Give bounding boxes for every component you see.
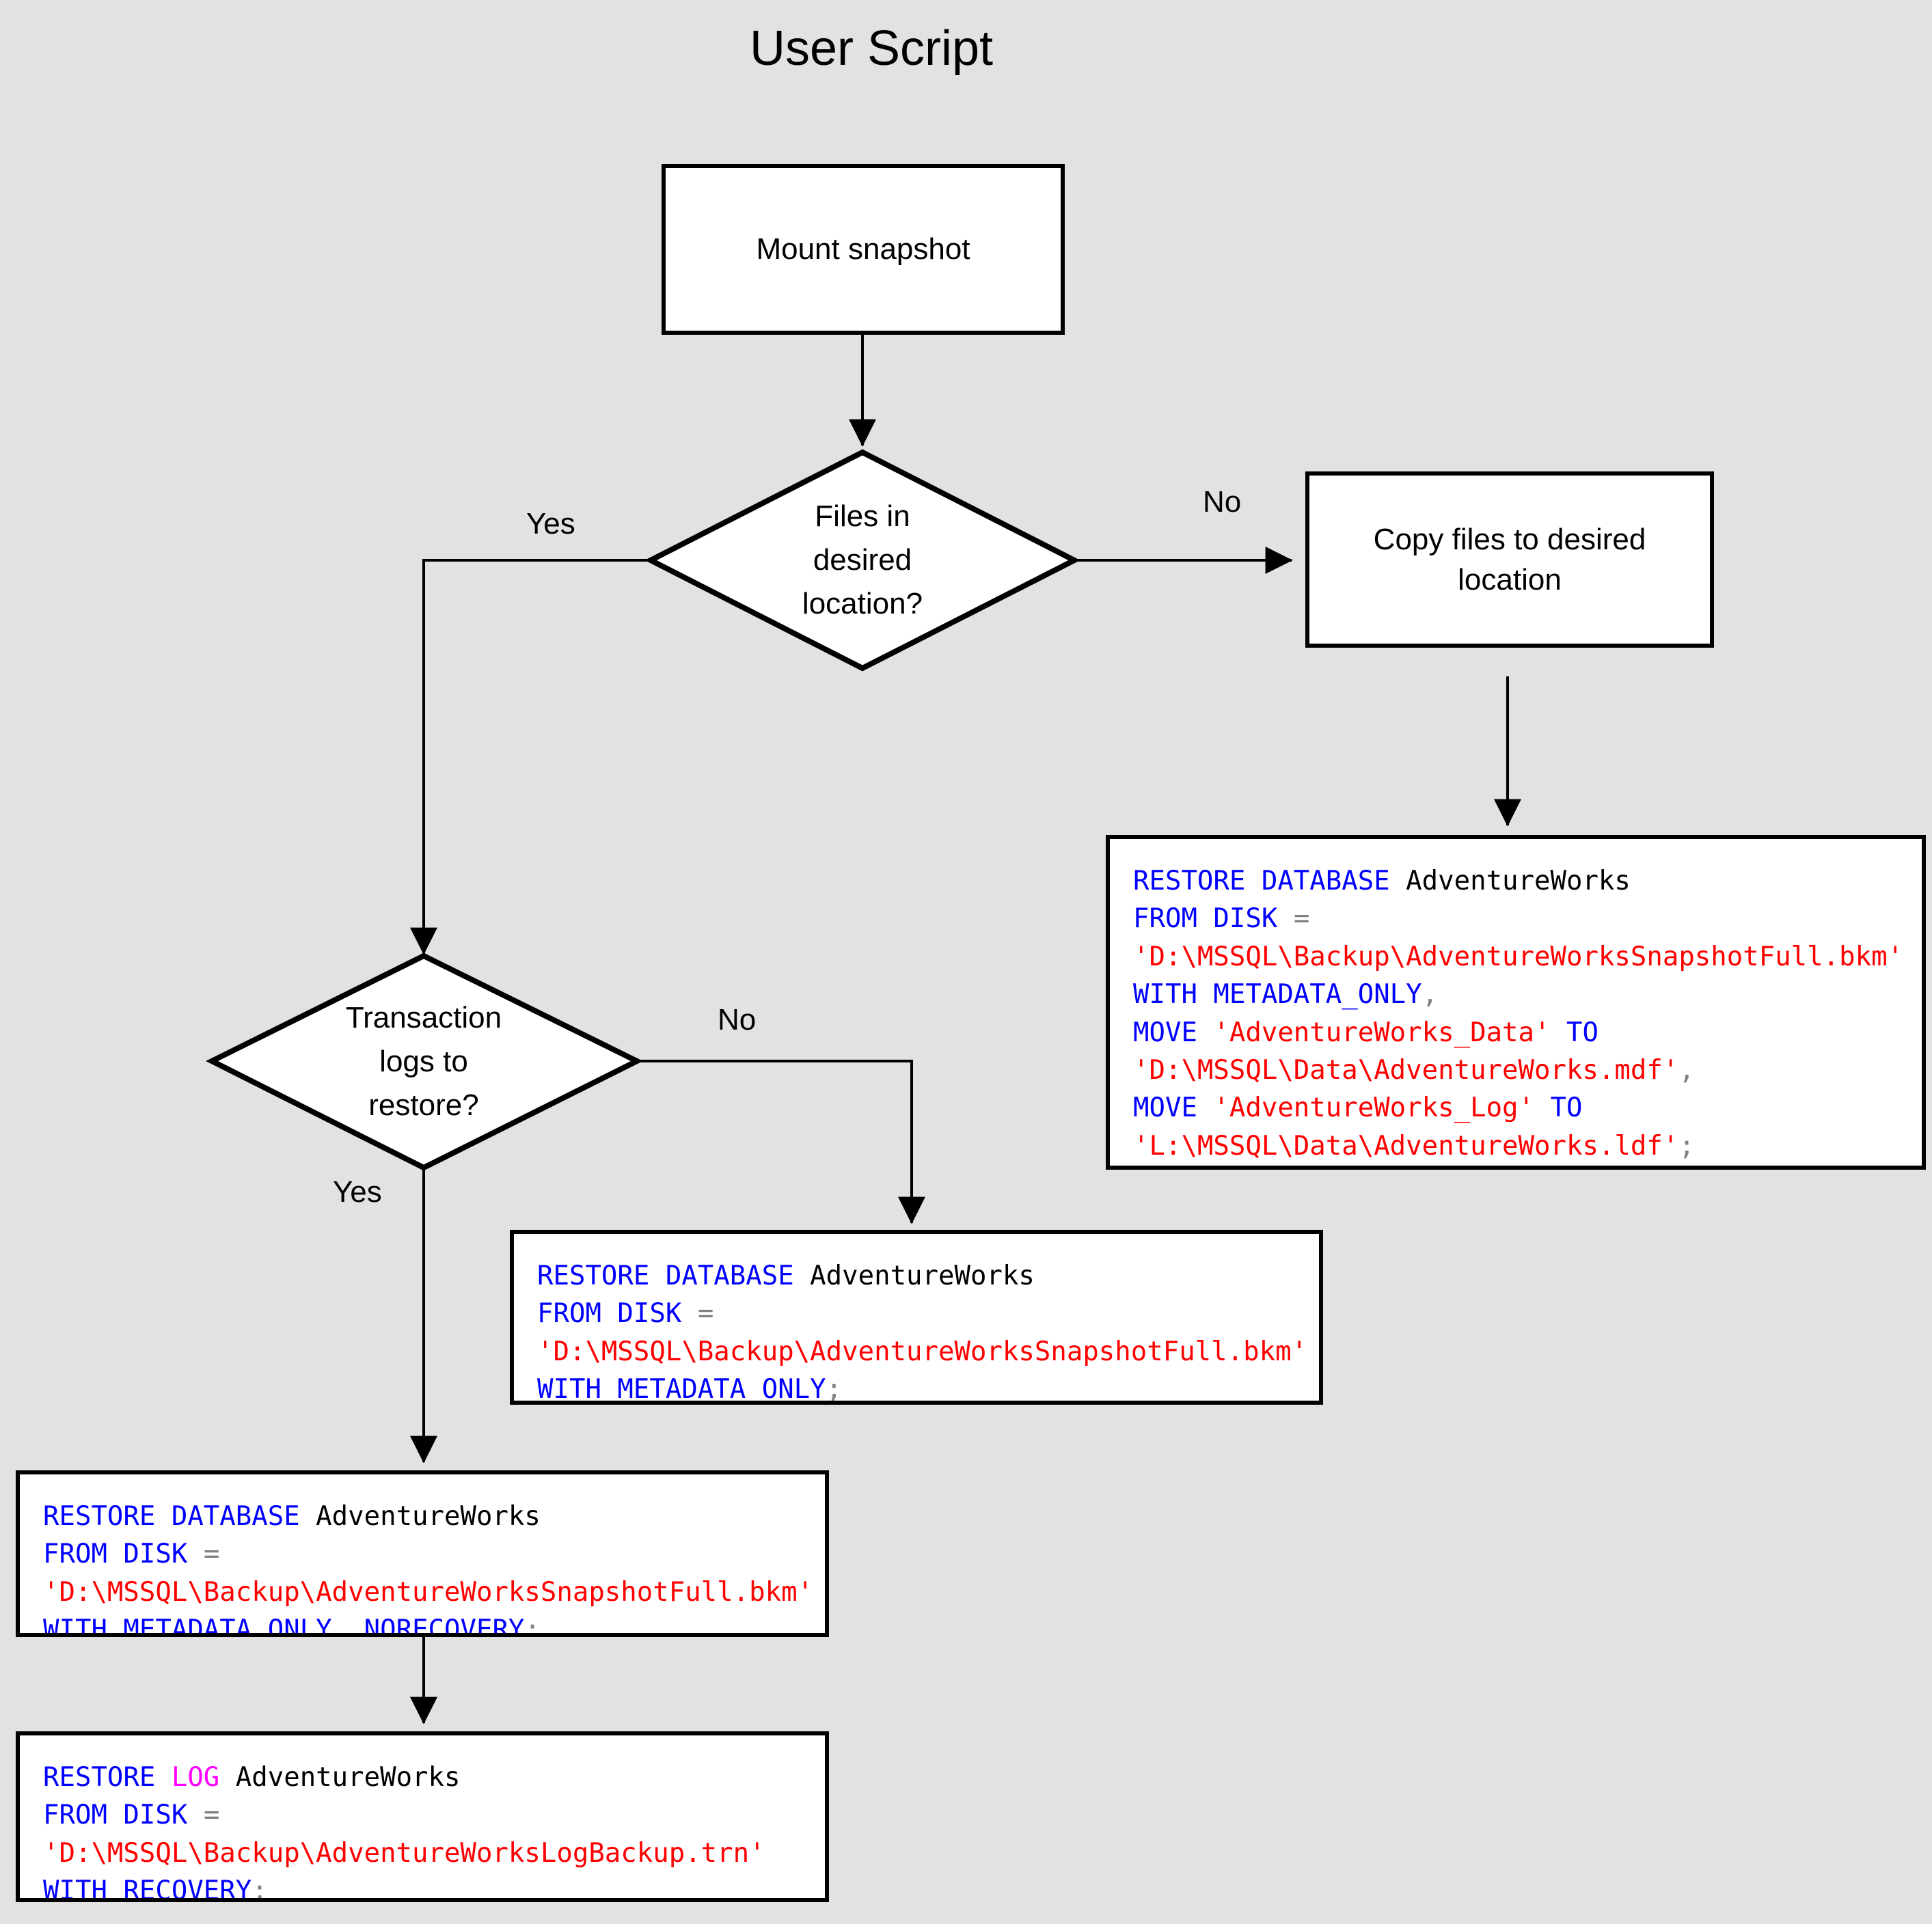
sql-token-kw: RESTORE — [43, 1762, 172, 1793]
sql-token-ident: AdventureWorks — [1406, 866, 1631, 896]
sql-line: 'D:\MSSQL\Backup\AdventureWorksSnapshotF… — [43, 1573, 813, 1611]
sql-line: 'D:\MSSQL\Backup\AdventureWorksSnapshotF… — [1133, 938, 1904, 976]
decision-transaction-logs-to-restore[interactable]: Transaction logs to restore? — [256, 978, 591, 1145]
decision-files-in-desired-location[interactable]: Files in desired location? — [685, 478, 1040, 642]
sql-token-str: 'L:\MSSQL\Data\AdventureWorks.ldf' — [1133, 1130, 1679, 1162]
sql-line: WITH METADATA_ONLY; — [537, 1371, 1298, 1405]
edge-label-files-no: No — [1203, 485, 1242, 519]
sql-token-kw: RESTORE DATABASE — [537, 1261, 811, 1291]
sql-token-kwlog: LOG — [171, 1762, 220, 1793]
sql-line: FROM DISK = — [43, 1535, 804, 1573]
process-copy-files-label: Copy files to desired location — [1373, 522, 1646, 596]
sql-token-punct: = — [1293, 903, 1310, 935]
sql-line: RESTORE DATABASE AdventureWorks — [43, 1498, 804, 1535]
sql-token-punct: ; — [826, 1374, 843, 1405]
sql-token-str: 'D:\MSSQL\Backup\AdventureWorksSnapshotF… — [1133, 941, 1904, 972]
sql-token-str: 'AdventureWorks_Data' — [1213, 1017, 1551, 1048]
sql-line: MOVE 'AdventureWorks_Data' TO — [1133, 1014, 1901, 1052]
process-copy-files-to-desired-location[interactable]: Copy files to desired location — [1305, 471, 1714, 648]
decision-files-in-desired-location-label: Files in desired location? — [802, 499, 923, 620]
sql-token-kw: NORECOVERY — [364, 1614, 525, 1637]
sql-token-kw: FROM DISK — [43, 1539, 204, 1570]
sql-token-kw: WITH METADATA_ONLY — [537, 1374, 826, 1405]
sql-line: 'D:\MSSQL\Data\AdventureWorks.mdf', — [1133, 1052, 1901, 1089]
sql-token-ident: AdventureWorks — [235, 1762, 461, 1793]
process-mount-snapshot[interactable]: Mount snapshot — [662, 164, 1065, 335]
sql-line: FROM DISK = — [1133, 900, 1901, 937]
sql-line: 'D:\MSSQL\Backup\AdventureWorksSnapshotF… — [537, 1333, 1307, 1371]
sql-token-str: 'D:\MSSQL\Data\AdventureWorks.mdf' — [1133, 1054, 1679, 1086]
sql-token-punct: ; — [524, 1614, 541, 1637]
sql-line: MOVE 'AdventureWorks_Log' TO — [1133, 1089, 1901, 1127]
sql-token-punct: ; — [251, 1875, 268, 1902]
decision-transaction-logs-label: Transaction logs to restore? — [345, 1001, 502, 1122]
edge-files-yes-to-logs — [410, 559, 653, 955]
sql-token-punct: = — [203, 1800, 220, 1831]
sql-line: 'L:\MSSQL\Data\AdventureWorks.ldf'; — [1133, 1127, 1901, 1165]
sql-token-punct: , — [1421, 979, 1439, 1011]
sql-token-ident: AdventureWorks — [316, 1501, 541, 1532]
sql-line: WITH METADATA_ONLY, NORECOVERY; — [43, 1611, 804, 1637]
sql-token-kw: FROM DISK — [43, 1800, 204, 1831]
sql-token-kw: WITH METADATA_ONLY — [43, 1614, 332, 1637]
edge-label-logs-no: No — [718, 1003, 757, 1036]
sql-line: RESTORE DATABASE AdventureWorks — [537, 1257, 1298, 1295]
sql-token-kw: RESTORE DATABASE — [43, 1501, 316, 1532]
sql-token-punct: , — [331, 1614, 364, 1637]
sql-token-kw: MOVE — [1133, 1092, 1214, 1124]
sql-line: FROM DISK = — [43, 1796, 804, 1834]
page-title: User Script — [749, 21, 994, 76]
sql-token-str: 'D:\MSSQL\Backup\AdventureWorksSnapshotF… — [43, 1576, 814, 1608]
sql-token-kw: WITH RECOVERY — [43, 1875, 252, 1902]
sql-token-kw: RESTORE DATABASE — [1133, 866, 1406, 896]
sql-token-kw: TO — [1534, 1092, 1583, 1124]
edge-logs-no-to-restore-metadata — [638, 1060, 925, 1224]
sql-token-str: 'D:\MSSQL\Backup\AdventureWorksLogBackup… — [43, 1837, 765, 1869]
sql-token-str: 'D:\MSSQL\Backup\AdventureWorksSnapshotF… — [537, 1336, 1308, 1367]
edge-label-logs-yes: Yes — [333, 1175, 382, 1209]
sql-token-kw — [219, 1762, 235, 1793]
sql-token-punct: = — [697, 1298, 714, 1330]
sql-line: WITH RECOVERY; — [43, 1872, 804, 1902]
sql-token-kw: FROM DISK — [1133, 903, 1294, 935]
sql-line: RESTORE LOG AdventureWorks — [43, 1759, 804, 1796]
sql-token-punct: ; — [1678, 1130, 1695, 1162]
sql-token-kw: TO — [1550, 1017, 1598, 1048]
sql-token-kw: WITH METADATA_ONLY — [1133, 979, 1422, 1011]
sql-token-ident: AdventureWorks — [810, 1261, 1035, 1291]
sql-line: RESTORE DATABASE AdventureWorks — [1133, 862, 1901, 900]
sql-line: FROM DISK = — [537, 1295, 1298, 1332]
edge-label-files-yes: Yes — [526, 507, 575, 540]
process-mount-snapshot-label: Mount snapshot — [756, 232, 970, 266]
sql-token-punct: = — [203, 1539, 220, 1570]
sql-token-punct: , — [1678, 1054, 1695, 1086]
sql-token-kw: MOVE — [1133, 1017, 1214, 1048]
sql-token-kw: FROM DISK — [537, 1298, 698, 1330]
sql-token-str: 'AdventureWorks_Log' — [1213, 1092, 1535, 1124]
sql-line: 'D:\MSSQL\Backup\AdventureWorksLogBackup… — [43, 1834, 804, 1872]
sql-line: WITH METADATA_ONLY, — [1133, 976, 1901, 1013]
